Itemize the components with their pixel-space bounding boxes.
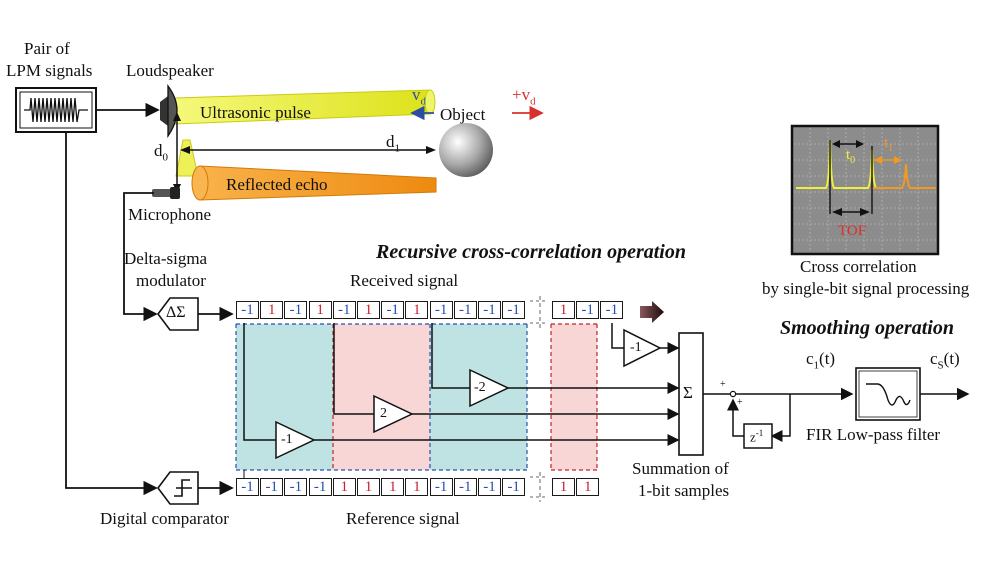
shift-direction-arrow: [640, 301, 664, 323]
received-bit-cell: -1: [236, 301, 259, 319]
lowpass-response-icon: [866, 383, 911, 406]
delta-sigma-label-1: Delta-sigma: [124, 249, 208, 268]
t0-label: t0: [846, 147, 856, 166]
received-bit-cell: 1: [405, 301, 429, 319]
adder-plus-side: +: [737, 397, 743, 408]
pair-of-label: Pair of: [24, 39, 70, 58]
fir-label: FIR Low-pass filter: [806, 425, 941, 444]
received-bit-cell: 1: [260, 301, 284, 319]
object-sphere: [439, 123, 493, 177]
received-bit-cell: -1: [478, 301, 501, 319]
reference-bit-cell: 1: [332, 478, 356, 496]
sigma-symbol: Σ: [683, 383, 693, 402]
received-bit-cell: -1: [453, 301, 477, 319]
smoothing-title: Smoothing operation: [780, 317, 954, 339]
reference-bit-cell: -1: [453, 478, 477, 496]
window-pink-1: [333, 324, 430, 470]
delay-label: z-1: [750, 428, 764, 445]
received-tail-bit-cell: 1: [552, 301, 575, 319]
reference-bit-cell: -1: [308, 478, 332, 496]
reference-bit-cell: 1: [405, 478, 429, 496]
received-tail-bit-cell: -1: [600, 301, 624, 319]
received-bit-cell: -1: [284, 301, 308, 319]
tof-label: TOF: [838, 223, 867, 239]
mic-to-modulator-arrow: [123, 192, 158, 322]
reference-bit-cell: 1: [381, 478, 405, 496]
delta-sigma-symbol: ΔΣ: [166, 304, 186, 321]
d0-label: d0: [154, 141, 168, 164]
gain-2-block: [373, 394, 414, 434]
object-label: Object: [440, 105, 486, 124]
d1-label: d1: [386, 132, 400, 155]
reference-bit-cell: -1: [502, 478, 526, 496]
received-bit-cell: -1: [381, 301, 405, 319]
adder-plus-top: +: [720, 379, 726, 390]
gain-neg2-block: [469, 368, 510, 408]
comparator-step-icon: [174, 479, 192, 497]
delta-sigma-label-2: modulator: [136, 271, 206, 290]
reference-bit-cell: -1: [429, 478, 453, 496]
reference-tail-bit-cell: 1: [552, 478, 575, 496]
received-signal-label: Received signal: [350, 271, 459, 290]
reference-tail-bit-cell: 1: [576, 478, 600, 496]
gain-neg1-bottom-block: [275, 420, 316, 460]
gain-neg1-top-label: -1: [630, 340, 642, 355]
adder-node: [729, 390, 737, 398]
reference-bit-cell: 1: [357, 478, 380, 496]
loudspeaker-label: Loudspeaker: [126, 61, 214, 80]
loudspeaker-icon: [160, 84, 178, 139]
received-bit-cell: 1: [357, 301, 380, 319]
summation-block: [678, 332, 704, 456]
t1-label: t1: [884, 135, 894, 154]
cross-correlation-label-1: Cross correlation: [800, 257, 917, 276]
received-tail-bit-cell: -1: [576, 301, 600, 319]
gain-neg1-top-block: [623, 328, 662, 368]
c1t-label: c1(t): [806, 349, 836, 372]
received-bit-cell: -1: [429, 301, 453, 319]
gain-2-label: 2: [380, 406, 387, 421]
lpm-signals-label: LPM signals: [6, 61, 93, 80]
reference-bit-cell: -1: [236, 478, 259, 496]
gain-neg2-label: -2: [474, 380, 486, 395]
reference-bit-cell: -1: [284, 478, 308, 496]
reference-signal-label: Reference signal: [346, 509, 460, 528]
plus-vd-label: +vd: [512, 85, 536, 108]
cross-correlation-plot: [790, 124, 940, 256]
summation-label-2: 1-bit samples: [638, 481, 730, 500]
window-pink-2: [551, 324, 597, 470]
lpm-to-comparator-arrow: [65, 132, 158, 496]
cross-correlation-label-2: by single-bit signal processing: [762, 279, 970, 298]
ultrasonic-pulse-label: Ultrasonic pulse: [200, 103, 311, 122]
vd-label: vd: [412, 85, 426, 108]
gain-neg1-bottom-label: -1: [281, 432, 293, 447]
microphone-label: Microphone: [128, 205, 212, 224]
received-bit-cell: -1: [502, 301, 526, 319]
microphone-icon: [152, 187, 180, 199]
delay-block: [743, 423, 773, 449]
reference-bit-cell: -1: [478, 478, 501, 496]
reflected-echo-label: Reflected echo: [226, 175, 328, 194]
reference-bit-cell: -1: [260, 478, 284, 496]
cst-label: cS(t): [930, 349, 960, 372]
fir-filter-block: [855, 367, 921, 421]
received-bit-cell: 1: [308, 301, 332, 319]
received-bit-cell: -1: [332, 301, 356, 319]
lpm-signal-box: [15, 87, 97, 133]
digital-comparator-label: Digital comparator: [100, 509, 229, 528]
summation-label-1: Summation of: [632, 459, 729, 478]
recursive-title: Recursive cross-correlation operation: [376, 241, 686, 263]
